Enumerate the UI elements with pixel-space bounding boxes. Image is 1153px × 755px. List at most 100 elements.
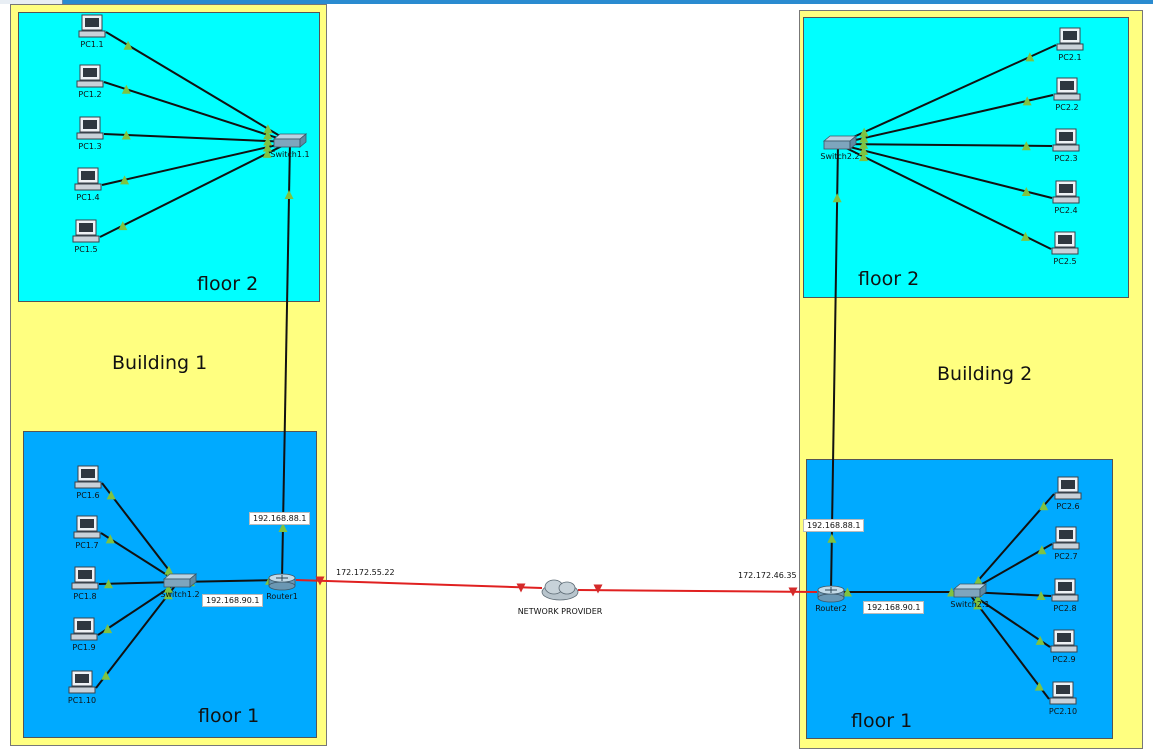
network-link bbox=[830, 143, 839, 593]
switch-icon[interactable] bbox=[272, 133, 308, 148]
router1-lan-ip: 192.168.90.1 bbox=[202, 594, 264, 607]
network-link bbox=[99, 141, 291, 238]
building-2-label: Building 2 bbox=[937, 363, 1033, 385]
cloud-icon[interactable] bbox=[541, 579, 579, 601]
port-status-indicator bbox=[118, 221, 128, 231]
network-link bbox=[837, 143, 1052, 250]
window-tab[interactable] bbox=[0, 0, 63, 4]
network-link bbox=[101, 141, 291, 186]
pc-icon[interactable] bbox=[74, 167, 102, 191]
pc-icon[interactable] bbox=[74, 465, 102, 489]
port-status-indicator bbox=[859, 145, 869, 155]
port-status-indicator bbox=[973, 575, 983, 585]
router2-lan-ip: 192.168.90.1 bbox=[863, 601, 925, 614]
port-status-indicator bbox=[101, 670, 111, 680]
port-status-indicator bbox=[1021, 187, 1031, 197]
port-status-indicator bbox=[973, 600, 983, 610]
router-label: Router2 bbox=[815, 604, 847, 613]
router-icon[interactable] bbox=[817, 585, 845, 603]
pc-icon[interactable] bbox=[73, 515, 101, 539]
port-status-indicator bbox=[842, 587, 852, 597]
pc-icon[interactable] bbox=[1051, 231, 1079, 255]
pc-label: PC1.10 bbox=[68, 696, 96, 705]
pc-icon[interactable] bbox=[76, 116, 104, 140]
pc-icon[interactable] bbox=[78, 14, 106, 38]
port-status-indicator bbox=[123, 40, 133, 50]
pc-label: PC1.4 bbox=[76, 193, 99, 202]
pc-icon[interactable] bbox=[1053, 77, 1081, 101]
port-status-indicator bbox=[1021, 141, 1031, 151]
port-status-indicator bbox=[163, 590, 173, 600]
pc-icon[interactable] bbox=[1052, 526, 1080, 550]
network-link bbox=[281, 141, 291, 581]
port-status-indicator bbox=[859, 127, 869, 137]
pc-icon[interactable] bbox=[1051, 578, 1079, 602]
port-status-indicator bbox=[278, 522, 288, 532]
network-link bbox=[103, 133, 291, 143]
port-status-indicator bbox=[1039, 501, 1049, 511]
network-link bbox=[837, 143, 1053, 199]
port-status-indicator bbox=[103, 579, 113, 589]
router1-uplink-ip: 192.168.88.1 bbox=[249, 512, 311, 525]
network-link bbox=[967, 591, 1050, 700]
building-1-label: Building 1 bbox=[112, 352, 208, 374]
pc-label: PC1.2 bbox=[78, 90, 101, 99]
switch-icon[interactable] bbox=[822, 135, 858, 150]
switch-label: Switch1.1 bbox=[270, 150, 309, 159]
pc-icon[interactable] bbox=[72, 219, 100, 243]
pc-label: PC1.9 bbox=[72, 643, 95, 652]
pc-label: PC2.8 bbox=[1053, 604, 1076, 613]
pc-icon[interactable] bbox=[70, 617, 98, 641]
pc-icon[interactable] bbox=[1054, 476, 1082, 500]
pc-icon[interactable] bbox=[71, 566, 99, 590]
pc-icon[interactable] bbox=[1049, 681, 1077, 705]
switch-icon[interactable] bbox=[162, 573, 198, 588]
pc-icon[interactable] bbox=[68, 670, 96, 694]
pc-label: PC1.5 bbox=[74, 245, 97, 254]
pc-label: PC2.10 bbox=[1049, 707, 1077, 716]
port-status-indicator bbox=[263, 124, 273, 134]
port-status-indicator bbox=[1020, 231, 1030, 241]
pc-label: PC1.8 bbox=[73, 592, 96, 601]
port-status-indicator bbox=[516, 583, 526, 593]
network-link bbox=[295, 579, 543, 589]
port-status-indicator bbox=[788, 587, 798, 597]
network-link bbox=[105, 31, 291, 143]
devices-layer: PC1.1PC1.2PC1.3PC1.4PC1.5PC1.6PC1.7PC1.8… bbox=[68, 14, 1084, 716]
network-link bbox=[837, 94, 1054, 145]
network-link bbox=[967, 591, 1051, 648]
port-status-indicator bbox=[263, 130, 273, 140]
building-1-floor-2-label: floor 2 bbox=[197, 273, 259, 295]
network-link bbox=[967, 493, 1055, 593]
pc-icon[interactable] bbox=[1056, 27, 1084, 51]
switch-icon[interactable] bbox=[952, 583, 988, 598]
port-status-indicator bbox=[121, 130, 131, 140]
pc-icon[interactable] bbox=[1052, 180, 1080, 204]
port-status-indicator bbox=[103, 624, 113, 634]
network-link bbox=[95, 581, 179, 689]
pc-label: PC2.4 bbox=[1054, 206, 1077, 215]
port-status-indicator bbox=[827, 533, 837, 543]
port-status-indicator bbox=[284, 190, 294, 200]
network-link bbox=[97, 581, 179, 636]
port-status-indicator bbox=[262, 148, 272, 158]
pc-label: PC1.7 bbox=[75, 541, 98, 550]
router1-wan-ip: 172.172.55.22 bbox=[336, 568, 395, 577]
router-icon[interactable] bbox=[268, 573, 296, 591]
port-status-indicator bbox=[593, 584, 603, 594]
pc-icon[interactable] bbox=[1052, 128, 1080, 152]
port-status-indicator bbox=[1035, 635, 1045, 645]
switch-label: Switch2.2 bbox=[820, 152, 859, 161]
switch-label: Switch1.2 bbox=[160, 590, 199, 599]
network-link bbox=[837, 44, 1057, 145]
port-status-indicator bbox=[263, 136, 273, 146]
pc-label: PC2.5 bbox=[1053, 257, 1076, 266]
window-top-bar bbox=[0, 0, 1153, 4]
pc-icon[interactable] bbox=[76, 64, 104, 88]
pc-label: PC2.1 bbox=[1058, 53, 1081, 62]
building-1-floor-1-label: floor 1 bbox=[198, 705, 260, 727]
router2-uplink-ip: 192.168.88.1 bbox=[803, 519, 865, 532]
port-status-indicator bbox=[262, 142, 272, 152]
pc-icon[interactable] bbox=[1050, 629, 1078, 653]
